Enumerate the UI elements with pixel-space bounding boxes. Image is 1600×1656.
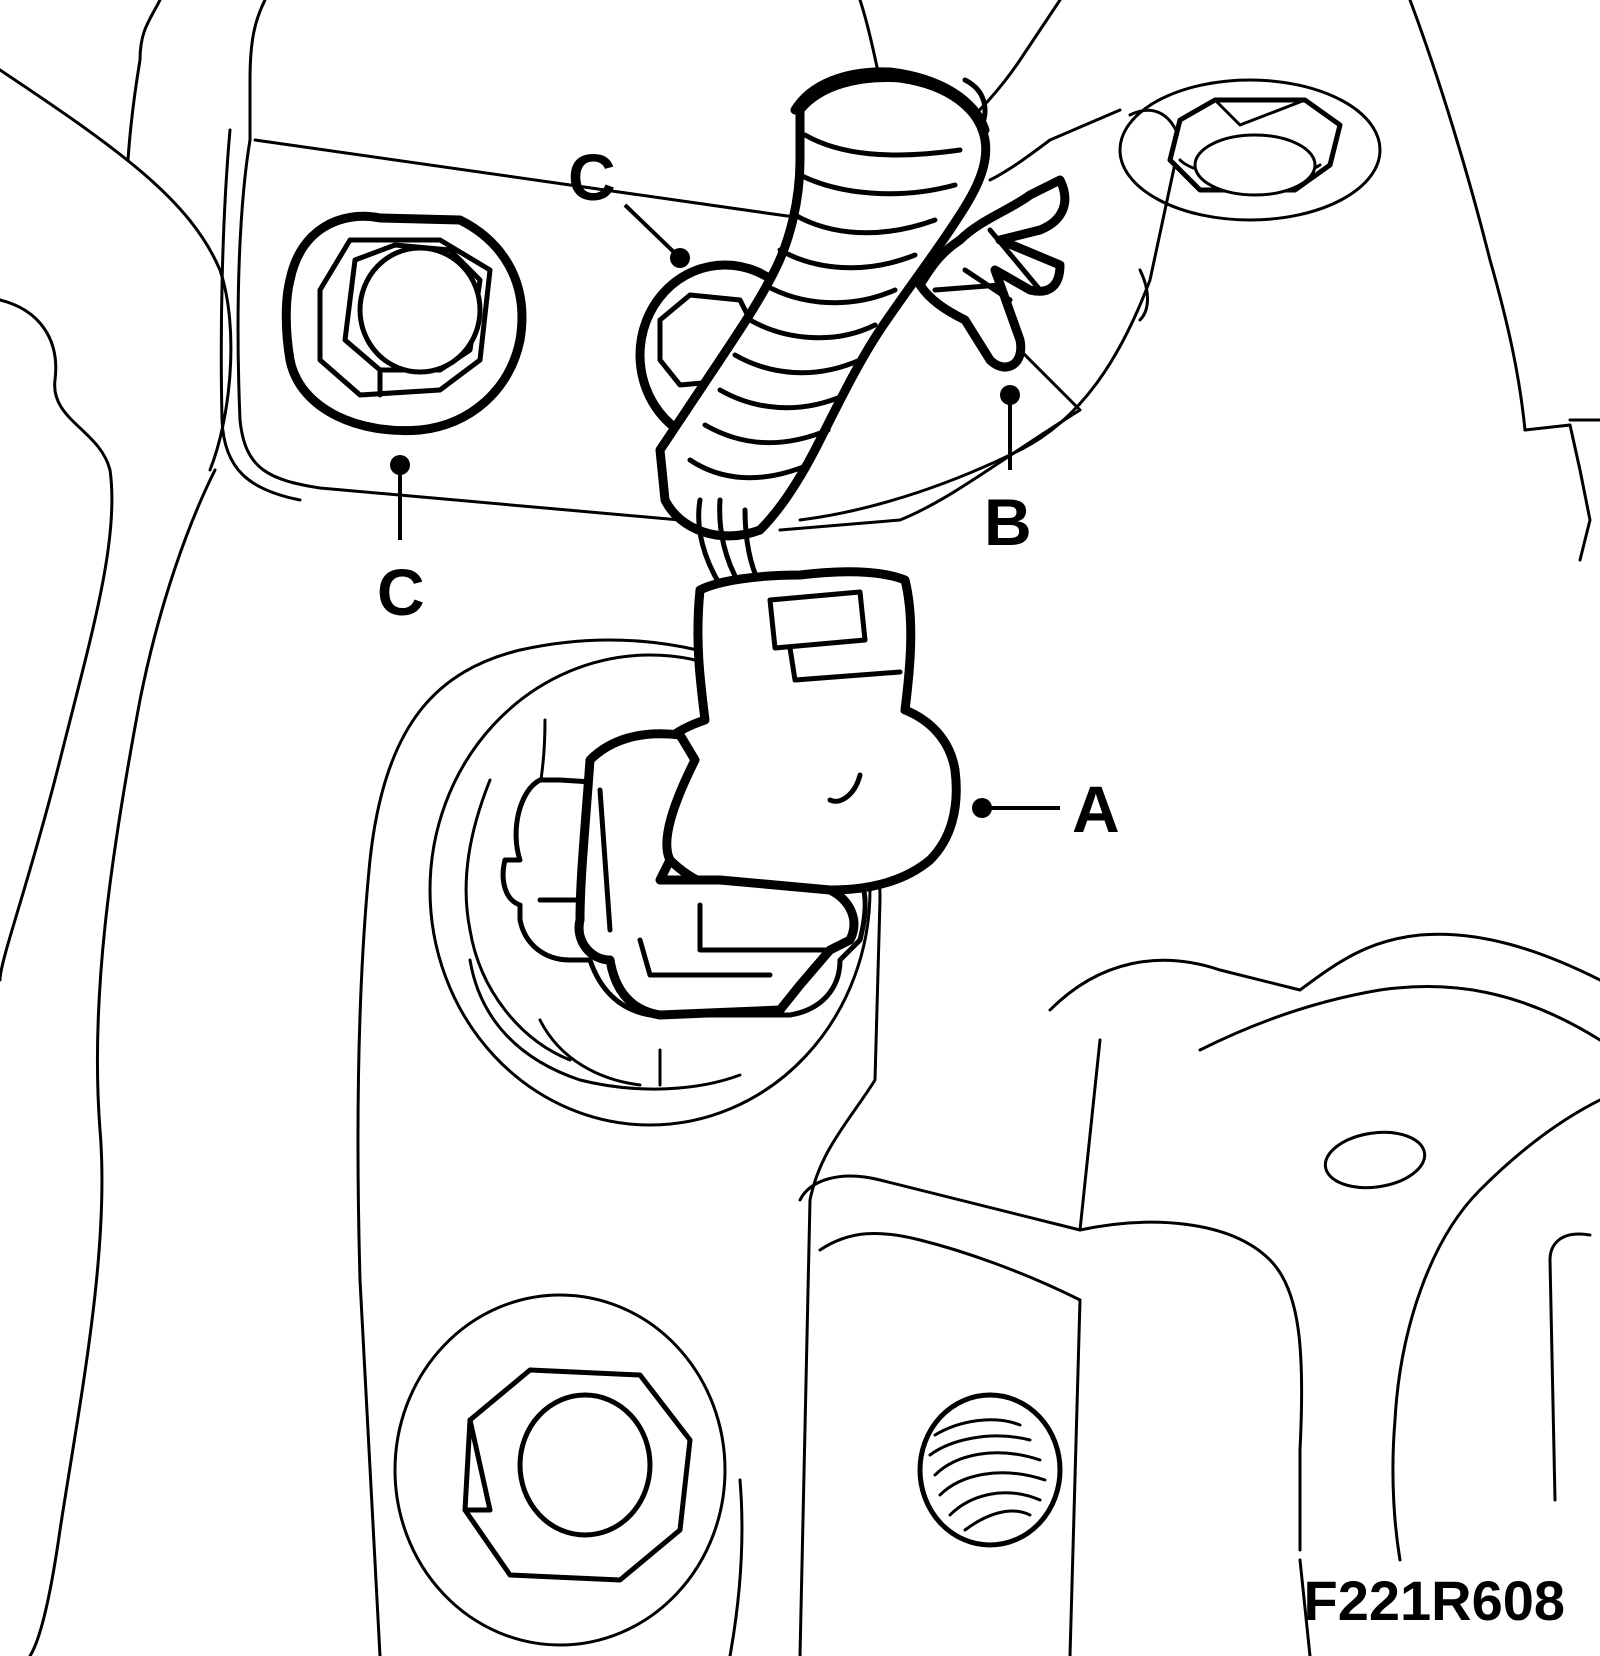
figure-code: F221R608 [1303,1569,1565,1632]
sensor-mount-bore [356,638,882,1656]
harness-strap-bracket [798,108,1182,522]
callout-label-a: A [1072,772,1120,846]
lower-panel-lines [728,1174,1082,1656]
threaded-stud [917,1392,1063,1548]
callout-label-c-top: C [568,140,616,214]
bolt-c-left [281,211,527,436]
upper-right-bolt [1118,78,1382,222]
callout-label-b: B [984,485,1032,559]
wiring-harness-conduit [655,0,1062,541]
callout-leaders [390,203,1060,818]
harness-clip-b [915,175,1070,372]
callout-label-c-left: C [377,555,425,629]
lower-bolt [393,1293,727,1647]
leader-line-c-top [623,203,682,260]
sensor-connector-a [574,567,961,1020]
